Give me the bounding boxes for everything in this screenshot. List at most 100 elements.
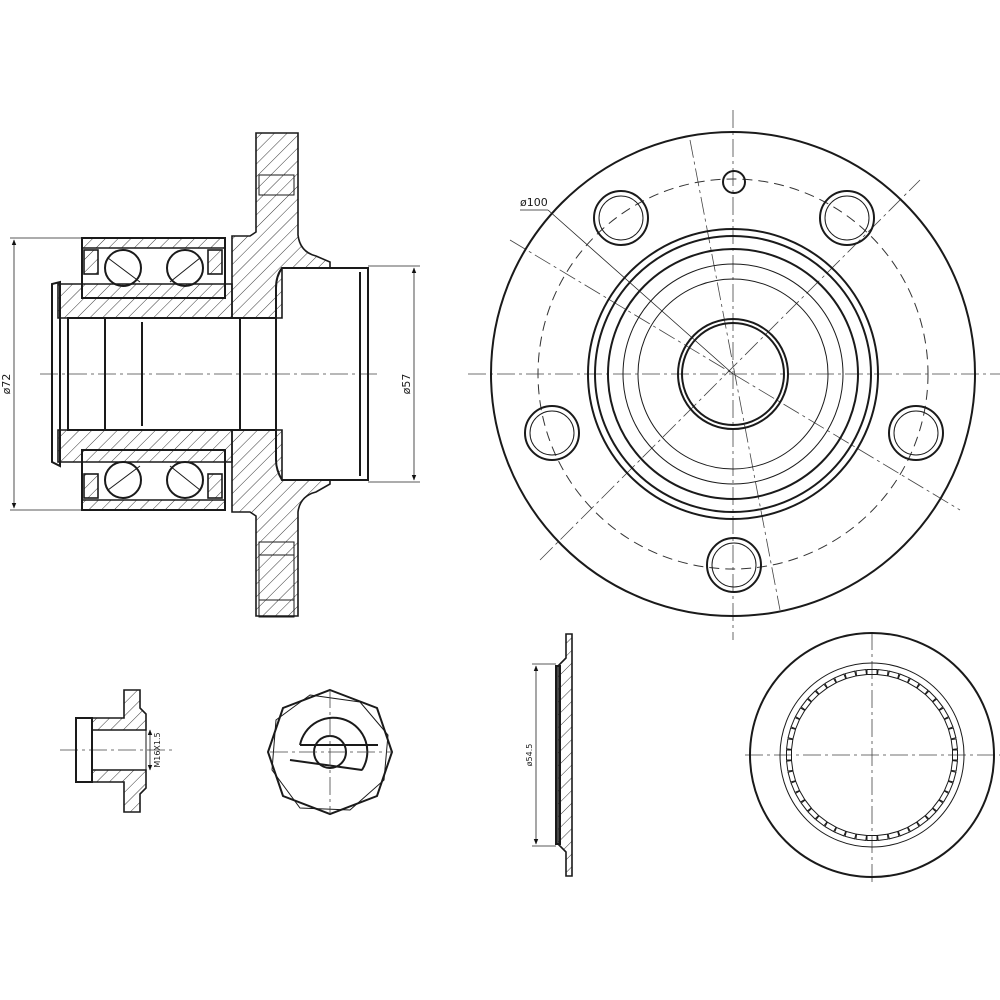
encoder-tooth — [815, 683, 828, 695]
nut-polygon-inner — [271, 694, 389, 811]
encoder-tooth — [866, 835, 878, 841]
encoder-ring-view — [745, 632, 1000, 882]
encoder-teeth — [786, 669, 958, 841]
encoder-tooth — [844, 830, 857, 840]
encoder-tooth — [938, 790, 950, 803]
center-bore-outer — [677, 318, 789, 430]
hub-body-upper — [57, 283, 233, 319]
encoder-tooth — [907, 677, 920, 689]
nut-thread-area — [91, 729, 147, 771]
encoder-tooth — [844, 670, 857, 680]
encoder-tooth — [943, 716, 954, 730]
encoder-tooth — [952, 749, 958, 761]
seal-upper-left — [83, 249, 99, 275]
bolt-circle — [537, 178, 929, 570]
ball-upper-2 — [166, 249, 204, 287]
dim-ring-diameter: ø54.5 — [525, 744, 534, 767]
encoder-tooth — [786, 749, 792, 761]
encoder-tooth — [887, 670, 900, 680]
hub-ring-3 — [607, 248, 859, 500]
hub-body-lower — [57, 429, 233, 463]
encoder-tooth — [932, 799, 944, 812]
encoder-tooth — [924, 690, 937, 703]
hub-ring-4 — [622, 263, 844, 485]
encoder-tooth — [932, 698, 944, 711]
encoder-tooth — [794, 707, 806, 720]
seal-lower-right — [207, 473, 223, 499]
encoder-tooth — [787, 770, 797, 783]
encoder-tooth — [790, 780, 801, 794]
hub-section-view: ø72 ø57 — [0, 132, 420, 618]
seal-upper-right — [207, 249, 223, 275]
encoder-tooth — [897, 673, 911, 684]
encoder-tooth — [790, 716, 801, 730]
hub-ring-2 — [594, 235, 872, 513]
encoder-tooth — [815, 815, 828, 827]
nut-body-upper — [91, 689, 147, 731]
hub-cup — [275, 267, 369, 481]
nut-front-view — [266, 688, 394, 816]
encoder-tooth — [807, 807, 820, 820]
hub-front-view: ø100 — [468, 110, 1000, 640]
encoder-tooth — [943, 780, 954, 794]
ring-web — [557, 633, 573, 877]
nut-collar-ring — [289, 716, 378, 771]
encoder-tooth — [938, 707, 950, 720]
encoder-tooth — [824, 821, 837, 833]
nut-body-lower — [91, 769, 147, 813]
encoder-tooth — [866, 669, 878, 675]
hub-ring-1 — [587, 228, 879, 520]
encoder-tooth — [907, 821, 920, 833]
encoder-tooth — [947, 770, 957, 783]
bearing-upper-outline — [81, 237, 226, 299]
encoder-tooth — [833, 673, 847, 684]
encoder-tooth — [924, 807, 937, 820]
flange-lower — [231, 429, 331, 617]
encoder-tooth — [897, 826, 911, 837]
encoder-tooth — [786, 738, 794, 751]
dim-bearing-od: ø72 — [0, 374, 13, 395]
seal-lower-left — [83, 473, 99, 499]
encoder-tooth — [787, 727, 797, 740]
encoder-tooth — [855, 833, 868, 841]
flange-upper — [231, 132, 331, 319]
bore-lip — [51, 280, 61, 468]
encoder-tooth — [947, 727, 957, 740]
ring-inner-circle — [779, 662, 965, 848]
encoder-tooth — [887, 830, 900, 840]
bearing-lower-outline — [81, 449, 226, 511]
encoder-tooth — [916, 815, 929, 827]
stud-hole-lower — [258, 541, 295, 618]
encoder-tooth — [916, 683, 929, 695]
dim-bolt-circle: ø100 — [520, 196, 548, 209]
center-bore-inner — [681, 322, 785, 426]
encoder-tooth — [876, 669, 889, 677]
ball-lower-1 — [104, 461, 142, 499]
encoder-tooth — [950, 759, 958, 772]
bearing-outer-race-upper — [81, 237, 226, 249]
bearing-outer-race-lower — [81, 499, 226, 511]
locator-hole — [722, 170, 746, 194]
encoder-tooth — [950, 738, 958, 751]
encoder-tooth — [855, 669, 868, 677]
encoder-tooth — [800, 799, 812, 812]
nut-section-view: M16X1.5 — [60, 689, 175, 813]
encoder-tooth — [786, 759, 794, 772]
encoder-tooth — [807, 690, 820, 703]
encoder-tooth — [876, 833, 889, 841]
ball-upper-1 — [104, 249, 142, 287]
hub-ring-5 — [637, 278, 829, 470]
encoder-tooth — [794, 790, 806, 803]
ball-lower-2 — [166, 461, 204, 499]
ring-section-view: ø54.5 — [525, 633, 573, 877]
stud-holes — [524, 190, 944, 593]
encoder-tooth — [824, 677, 837, 689]
flange-outer-circle — [490, 131, 976, 617]
dim-hub-bore: ø57 — [400, 374, 413, 395]
encoder-tooth — [833, 826, 847, 837]
ring-outer-circle — [749, 632, 995, 878]
encoder-tooth — [800, 698, 812, 711]
dim-nut-thread: M16X1.5 — [153, 732, 162, 767]
stud-hole-upper — [258, 174, 295, 196]
